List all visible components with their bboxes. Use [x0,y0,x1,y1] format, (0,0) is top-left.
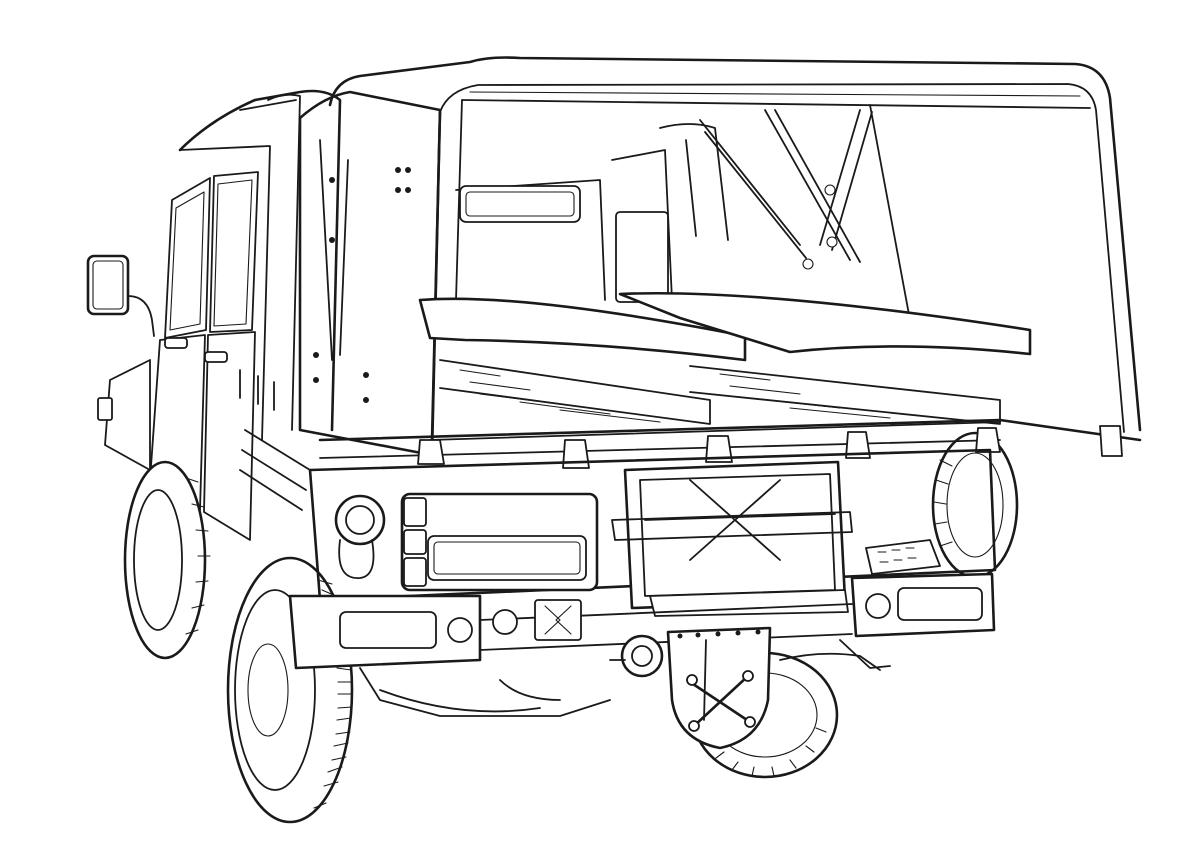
rear-right-wheel [931,431,1019,579]
tow-hitch [609,634,664,678]
front-left-tire [123,460,211,660]
rear-bumper [288,572,996,670]
undercarriage [359,639,891,717]
rear-step [865,539,941,575]
panel-rivets [313,167,411,403]
side-mirror [86,254,155,337]
emblem-shield [666,626,772,750]
shield-rivets [677,629,761,639]
canvas-top-frame [328,56,1142,442]
tail-light [400,492,599,592]
rear-face [308,448,997,602]
cab [97,89,342,541]
fuel-cap [334,494,386,579]
rear-body [239,90,1142,459]
jerry-can [611,460,853,617]
stretcher-rack [417,149,1123,469]
